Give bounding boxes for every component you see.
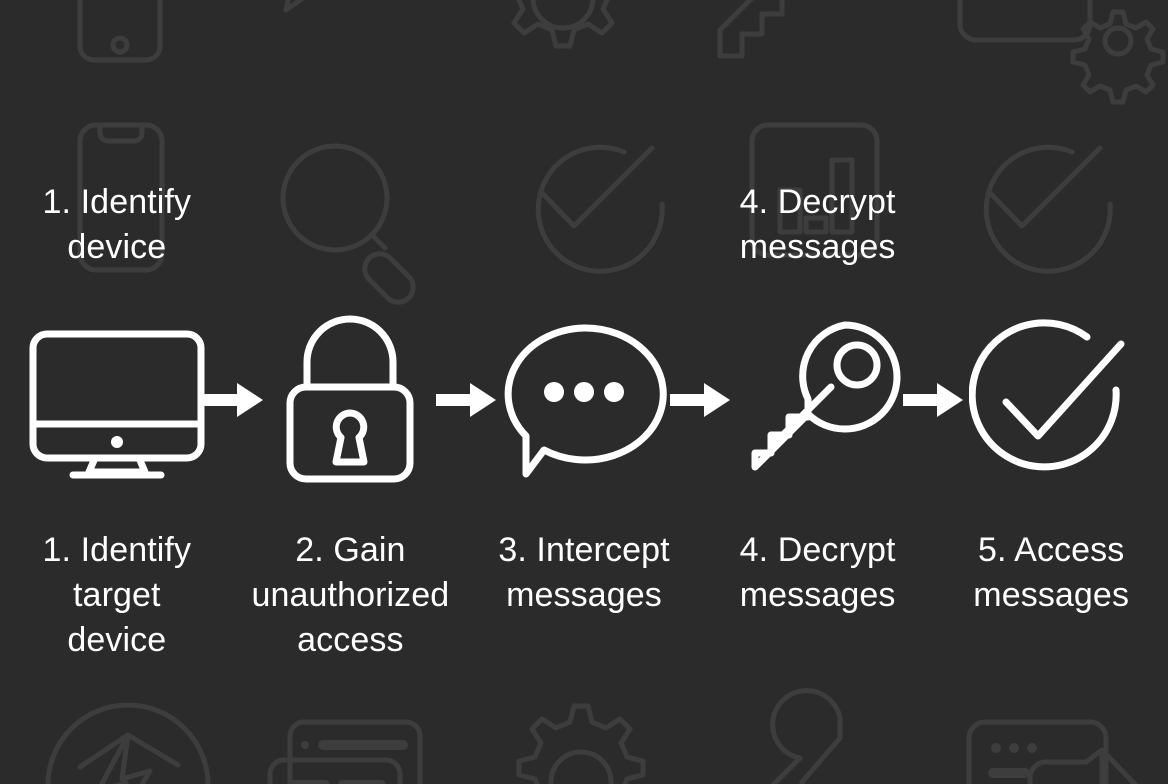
monitor-icon <box>29 330 205 479</box>
step-icon-cell-5[interactable] <box>934 300 1168 500</box>
check-circle-icon <box>968 318 1125 470</box>
step-label-cell-5: 5. Access messages <box>934 528 1168 688</box>
arrow-right-icon <box>436 383 496 417</box>
key-icon <box>751 321 901 471</box>
top-label-cell-5 <box>934 180 1168 290</box>
speech-bubble-dots-icon <box>504 324 667 478</box>
step-icon-cell-4[interactable] <box>701 300 935 500</box>
connector-4 <box>894 300 974 500</box>
step-label-3: 3. Intercept messages <box>498 531 670 615</box>
top-label-cell-3 <box>467 180 701 290</box>
step-label-cell-1: 1. Identify target device <box>0 528 234 688</box>
step-label-cell-3: 3. Intercept messages <box>467 528 701 688</box>
step-label-4: 4. Decrypt messages <box>739 531 896 615</box>
step-icon-row <box>0 300 1168 500</box>
top-label-identify-device: 1. Identify device <box>42 183 192 267</box>
step-label-row: 1. Identify target device 2. Gain unauth… <box>0 528 1168 688</box>
arrow-right-icon <box>203 383 263 417</box>
padlock-icon <box>286 315 414 483</box>
top-label-decrypt-messages: 4. Decrypt messages <box>739 183 896 267</box>
step-icon-cell-3[interactable] <box>467 300 701 500</box>
arrow-right-icon <box>903 383 963 417</box>
connector-3 <box>661 300 741 500</box>
step-label-1: 1. Identify target device <box>42 531 192 660</box>
connector-2 <box>427 300 507 500</box>
top-label-cell-4: 4. Decrypt messages <box>701 180 935 290</box>
step-label-2: 2. Gain unauthorized access <box>251 531 450 660</box>
top-label-cell-2 <box>234 180 468 290</box>
top-label-row: 1. Identify device 4. Decrypt messages <box>0 180 1168 290</box>
top-label-cell-1: 1. Identify device <box>0 180 234 290</box>
step-icon-cell-1[interactable] <box>0 300 234 500</box>
connector-1 <box>194 300 274 500</box>
step-label-cell-2: 2. Gain unauthorized access <box>234 528 468 688</box>
step-label-5: 5. Access messages <box>973 531 1130 615</box>
step-label-cell-4: 4. Decrypt messages <box>701 528 935 688</box>
step-icon-cell-2[interactable] <box>234 300 468 500</box>
arrow-right-icon <box>670 383 730 417</box>
